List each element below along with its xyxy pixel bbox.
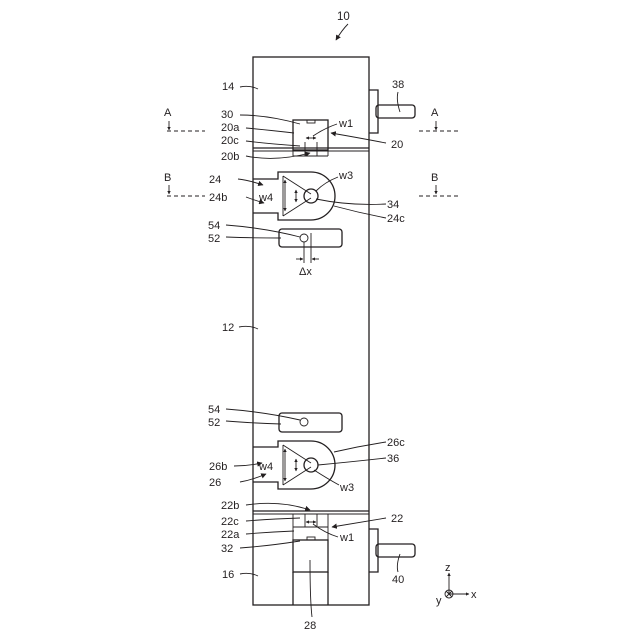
label-b-right: B (431, 172, 438, 184)
axis-z-label: z (445, 562, 451, 574)
label-52-upper: 52 (208, 233, 220, 245)
label-26b: 26b (209, 461, 227, 473)
label-34: 34 (387, 199, 399, 211)
label-20a: 20a (221, 122, 240, 134)
label-54-lower: 54 (208, 404, 220, 416)
label-24c: 24c (387, 213, 405, 225)
leader-24c (334, 206, 386, 218)
label-w4-upper: w4 (258, 192, 273, 204)
leader-22 (332, 518, 386, 527)
leader-20c (246, 141, 300, 146)
label-dx: Δx (299, 266, 312, 278)
upper-pin-34 (304, 189, 318, 203)
main-body (253, 57, 369, 605)
leader-14 (240, 86, 258, 89)
leader-16 (240, 573, 258, 576)
label-24b: 24b (209, 192, 227, 204)
axis-y-label: y (436, 595, 442, 607)
label-22a: 22a (221, 529, 240, 541)
leader-32 (240, 541, 300, 548)
leader-10 (336, 24, 348, 40)
leader-36 (318, 458, 386, 465)
label-22c: 22c (221, 516, 239, 528)
top-handle-bar (376, 105, 415, 118)
label-24: 24 (209, 174, 221, 186)
label-30: 30 (221, 109, 233, 121)
label-w1-upper: w1 (338, 118, 353, 130)
label-38: 38 (392, 79, 404, 91)
lower-hole-54 (300, 418, 308, 426)
label-a-right: A (431, 107, 439, 119)
bottom-handle-bar (376, 544, 415, 557)
leader-30 (240, 115, 300, 124)
label-w3-lower: w3 (339, 482, 354, 494)
label-a-left: A (164, 107, 172, 119)
lower-pocket-inner (283, 445, 311, 485)
label-36: 36 (387, 453, 399, 465)
label-16: 16 (222, 569, 234, 581)
leader-w3-upper (316, 177, 338, 191)
label-28: 28 (304, 620, 316, 632)
label-14: 14 (222, 81, 234, 93)
leader-12 (239, 326, 258, 329)
label-22b: 22b (221, 500, 239, 512)
label-54-upper: 54 (208, 220, 220, 232)
leader-22b (246, 503, 310, 510)
leader-22c (246, 518, 300, 521)
label-26c: 26c (387, 437, 405, 449)
leader-24 (238, 179, 263, 185)
label-22: 22 (391, 513, 403, 525)
label-32: 32 (221, 543, 233, 555)
label-20c: 20c (221, 135, 239, 147)
upper-block-tab (307, 120, 315, 123)
label-b-left: B (164, 172, 171, 184)
label-w1-lower: w1 (339, 532, 354, 544)
leader-38 (397, 92, 400, 112)
lower-pin-36 (304, 458, 318, 472)
label-26: 26 (209, 477, 221, 489)
leader-34 (316, 199, 386, 204)
label-w3-upper: w3 (338, 170, 353, 182)
lower-block-32 (293, 540, 328, 572)
upper-slot-52 (279, 229, 342, 247)
label-20b: 20b (221, 151, 239, 163)
leader-54-lower (226, 409, 300, 420)
upper-pocket-inner (283, 176, 311, 216)
label-20: 20 (391, 139, 403, 151)
lower-slot-52 (279, 413, 342, 432)
label-10: 10 (337, 11, 350, 23)
upper-hole-54 (300, 234, 308, 242)
leader-26c (334, 442, 386, 452)
leader-w1-upper (313, 124, 337, 136)
label-w4-lower: w4 (258, 461, 273, 473)
leader-54-upper (226, 225, 300, 237)
axis-x-label: x (471, 589, 477, 601)
label-52-lower: 52 (208, 417, 220, 429)
leader-28 (310, 560, 312, 617)
leader-26b (234, 463, 262, 466)
leader-20 (331, 133, 386, 143)
label-40: 40 (392, 574, 404, 586)
label-12: 12 (222, 322, 234, 334)
